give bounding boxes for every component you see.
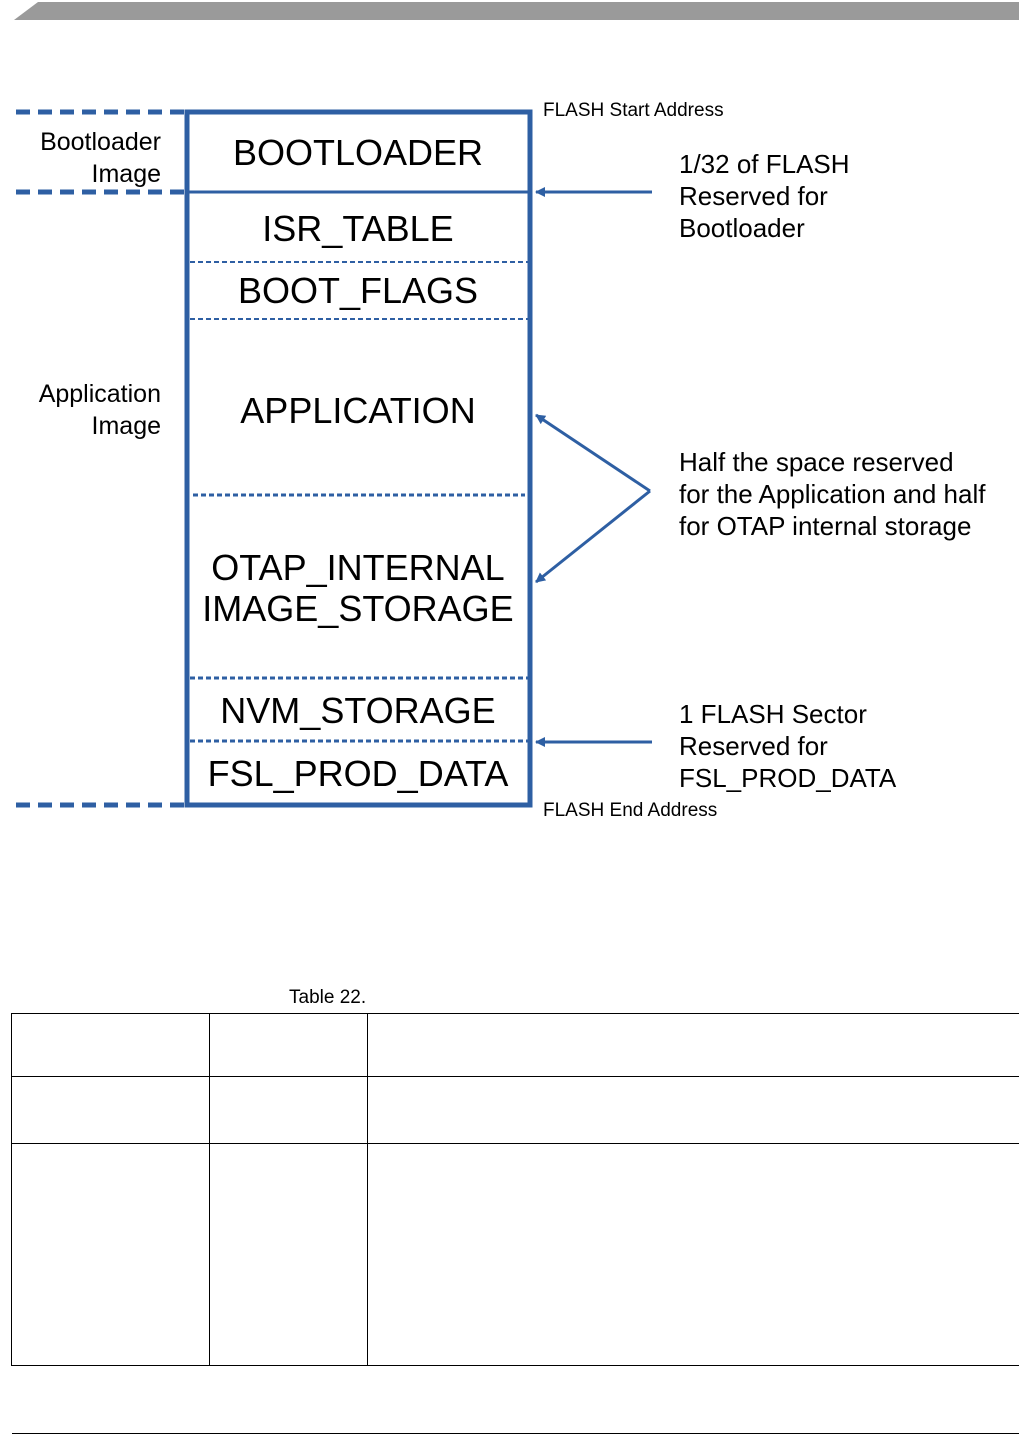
segment-fsl-prod-data: FSL_PROD_DATA [207, 753, 509, 794]
bootloader-image-line-1: Bootloader [40, 128, 161, 156]
segment-isr-table: ISR_TABLE [262, 208, 454, 249]
note-half-line-3: for OTAP internal storage [679, 511, 972, 541]
table-cell [11, 1013, 210, 1077]
segment-boot-flags: BOOT_FLAGS [237, 270, 479, 311]
table-cell [209, 1076, 368, 1144]
table-cell [209, 1013, 368, 1077]
table-cell [11, 1076, 210, 1144]
bootloader-image-line-2: Image [91, 160, 161, 188]
segment-bootloader: BOOTLOADER [232, 132, 484, 173]
note-half-line-1: Half the space reserved [679, 447, 954, 477]
application-image-label: Application Image [10, 378, 161, 442]
segment-image-storage: IMAGE_STORAGE [202, 588, 514, 629]
note-sector-line-2: Reserved for [679, 731, 828, 761]
table-row [11, 1013, 1019, 1077]
note-half-space: Half the space reserved for the Applicat… [679, 446, 985, 542]
flash-memory-box [184, 109, 533, 808]
segment-otap-internal: OTAP_INTERNAL [211, 547, 505, 588]
application-image-line-2: Image [91, 412, 161, 440]
segment-application: APPLICATION [240, 390, 476, 431]
table-row [11, 1076, 1019, 1144]
table-cell [11, 1143, 210, 1366]
table-caption: Table 22. [289, 987, 367, 1008]
segment-nvm-storage: NVM_STORAGE [220, 690, 496, 731]
half-space-arrow-lower [535, 489, 651, 584]
flash-memory-diagram [16, 109, 652, 808]
application-image-line-1: Application [38, 380, 161, 408]
note-sector-line-1: 1 FLASH Sector [679, 699, 867, 729]
flash-start-address-label: FLASH Start Address [543, 100, 724, 121]
note-bootloader-reserved: 1/32 of FLASH Reserved for Bootloader [679, 148, 850, 244]
note-bootloader-line-1: 1/32 of FLASH [679, 149, 850, 179]
half-space-arrow-upper [535, 413, 651, 493]
table-cell [367, 1013, 1019, 1077]
table-cell [367, 1076, 1019, 1144]
note-sector-reserved: 1 FLASH Sector Reserved for FSL_PROD_DAT… [679, 698, 896, 794]
table-cell [367, 1143, 1019, 1366]
note-bootloader-line-3: Bootloader [679, 213, 805, 243]
table-row [11, 1143, 1019, 1366]
header-bar [14, 2, 1019, 20]
note-half-line-2: for the Application and half [679, 479, 986, 509]
note-sector-line-3: FSL_PROD_DATA [679, 763, 897, 793]
bootloader-image-label: Bootloader Image [10, 126, 161, 190]
note-bootloader-line-2: Reserved for [679, 181, 828, 211]
data-table [11, 1013, 1019, 1366]
table-cell [209, 1143, 368, 1366]
flash-end-address-label: FLASH End Address [543, 800, 718, 821]
